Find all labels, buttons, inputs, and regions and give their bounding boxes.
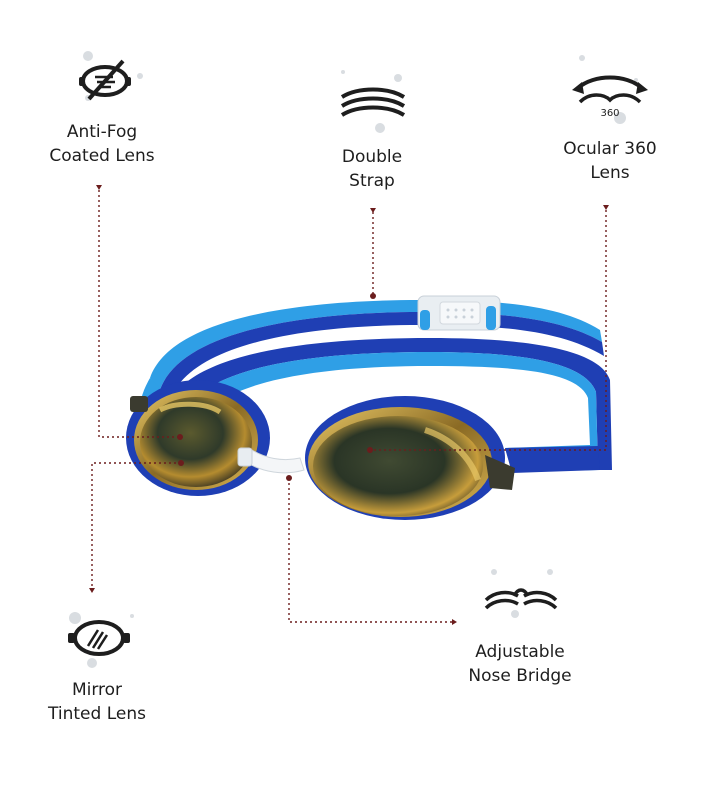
rotate-360-badge: 360 (600, 108, 619, 119)
label-double-strap-line1: Double (341, 147, 403, 167)
label-mirror-line1: Mirror (71, 680, 123, 700)
label-nose-bridge: Adjustable Nose Bridge (456, 640, 584, 688)
nose-bridge-icon (484, 588, 558, 610)
label-mirror-line2: Tinted Lens (48, 704, 146, 724)
label-ocular-360-line1: Ocular 360 (563, 139, 657, 159)
rotate-360-icon: 360 (572, 75, 648, 119)
right-lens (313, 416, 483, 516)
anti-fog-goggle-icon (79, 59, 131, 101)
callout-markers (89, 185, 609, 625)
label-double-strap-line2: Strap (349, 171, 395, 191)
label-anti-fog: Anti-Fog Coated Lens (38, 120, 166, 168)
callout-lines (91, 190, 607, 623)
label-ocular-360: Ocular 360 Lens (548, 137, 672, 185)
label-mirror: Mirror Tinted Lens (36, 678, 158, 726)
double-strap-icon (340, 87, 406, 117)
label-anti-fog-line1: Anti-Fog (66, 122, 138, 142)
strap-back-dark (160, 312, 604, 400)
mirror-lens-icon (68, 620, 130, 656)
label-double-strap: Double Strap (322, 145, 422, 193)
left-lens (140, 397, 252, 487)
label-nose-bridge-line1: Adjustable (475, 642, 565, 662)
decorative-bubbles (69, 51, 638, 668)
label-anti-fog-line2: Coated Lens (49, 146, 155, 166)
label-nose-bridge-line2: Nose Bridge (468, 666, 572, 686)
callout-anti-fog (98, 190, 180, 438)
strap-back-light (150, 300, 602, 390)
label-ocular-360-line2: Lens (590, 163, 630, 183)
callout-ocular-360 (370, 210, 607, 451)
nose-bridge (245, 449, 305, 474)
